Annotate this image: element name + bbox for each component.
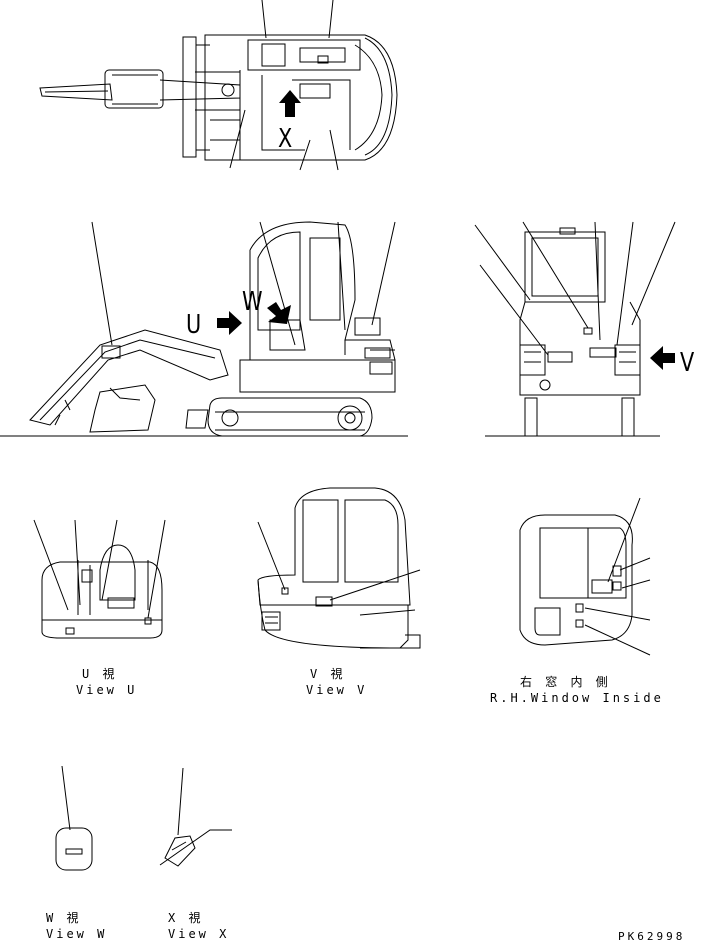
plan-view <box>39 0 398 171</box>
drawing-number: PK62998 <box>618 930 686 943</box>
view-v-caption-jp: V 視 <box>310 667 346 681</box>
view-x-caption-en: View X <box>168 927 230 941</box>
arrow-letter-w: W <box>242 287 263 317</box>
view-w-drawing <box>55 765 93 871</box>
view-v-caption-en: View V <box>306 683 368 697</box>
side-view <box>0 221 408 437</box>
view-u-caption-en: View U <box>76 683 138 697</box>
window-caption-jp: 右 窓 内 側 <box>520 675 611 689</box>
view-u-drawing <box>33 519 166 639</box>
view-w-caption-jp: W 視 <box>46 911 82 925</box>
view-v-drawing <box>257 487 421 649</box>
view-x-drawing <box>159 767 232 867</box>
arrow-letter-u: U <box>186 310 202 340</box>
view-x-caption-jp: X 視 <box>168 911 204 925</box>
window-caption-en: R.H.Window Inside <box>490 691 664 705</box>
arrow-letter-v: V <box>680 348 695 378</box>
view-w-caption-en: View W <box>46 927 108 941</box>
window-inside-drawing <box>519 497 651 656</box>
rear-view <box>474 221 676 437</box>
view-u-caption-jp: U 視 <box>82 667 118 681</box>
arrow-letter-x: X <box>278 124 293 154</box>
